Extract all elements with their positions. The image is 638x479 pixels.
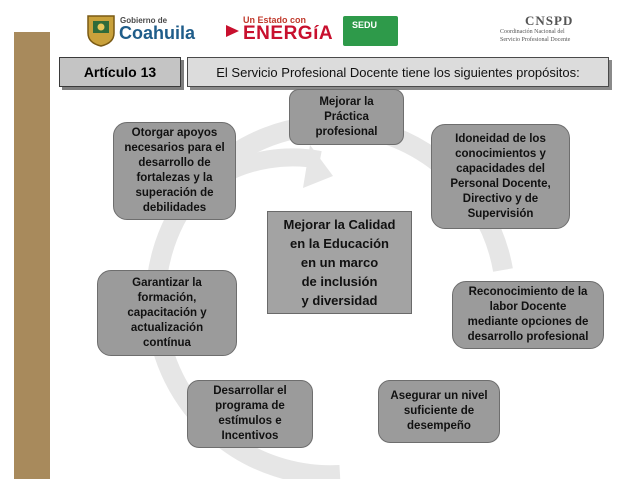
purpose-node-practica: Mejorar la Práctica profesional	[289, 89, 404, 145]
purpose-node-desempeno: Asegurar un nivel suficiente de desempeñ…	[378, 380, 500, 443]
purpose-node-apoyos: Otorgar apoyos necesarios para el desarr…	[113, 122, 236, 220]
purpose-node-idoneidad: Idoneidad de los conocimientos y capacid…	[431, 124, 570, 229]
sedu-logo-text: SEDU	[352, 20, 378, 30]
coahuila-logo-small-text: Gobierno de	[120, 16, 168, 25]
coahuila-logo-text: Coahuila	[119, 23, 196, 43]
coahuila-emblem-icon	[87, 15, 115, 47]
purpose-node-reconocimiento: Reconocimiento de la labor Docente media…	[452, 281, 604, 349]
central-goal-box: Mejorar la Calidad en la Educación en un…	[267, 211, 412, 314]
cycle-arrowhead-icon	[303, 145, 333, 188]
article-title: Artículo 13	[59, 57, 181, 87]
side-accent-strip	[14, 32, 50, 479]
energia-arrow-icon	[226, 25, 239, 37]
intro-statement: El Servicio Profesional Docente tiene lo…	[187, 57, 609, 87]
cnspd-logo-line1: Coordinación Nacional del	[500, 29, 565, 35]
energia-logo-small-text: Un Estado con	[243, 15, 307, 25]
cnspd-logo-line2: Servicio Profesional Docente	[500, 37, 571, 43]
energia-logo-text: ENERGíA	[243, 23, 334, 44]
sedu-logo	[343, 16, 398, 46]
side-accent-divider	[50, 32, 56, 479]
purpose-node-formacion: Garantizar la formación, capacitación y …	[97, 270, 237, 356]
cnspd-logo-title: CNSPD	[525, 13, 574, 28]
purpose-node-estimulos: Desarrollar el programa de estímulos e I…	[187, 380, 313, 448]
